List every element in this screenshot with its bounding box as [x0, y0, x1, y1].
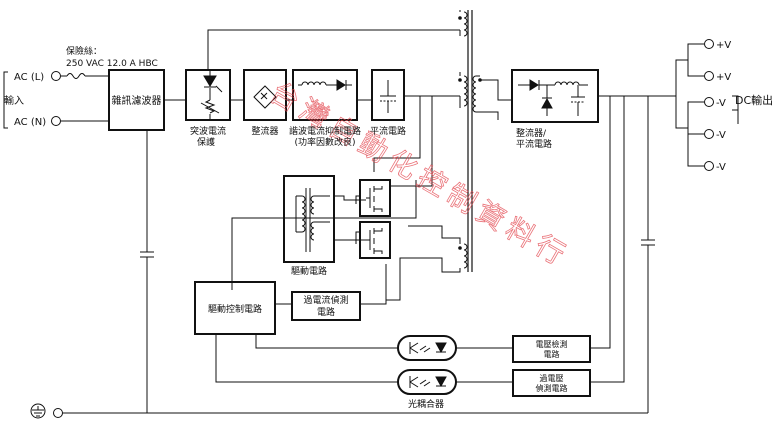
- output-rectifier-label-line1: 整流器/: [516, 127, 547, 139]
- ac-n-label: AC (N): [14, 117, 46, 128]
- input-label: 輸入: [4, 94, 24, 107]
- photocoupler-upper-icon: [397, 335, 457, 361]
- main-transformer-icon: [458, 10, 482, 272]
- photocoupler-label: 光耦合器: [408, 398, 444, 410]
- output-terminals: [704, 39, 714, 171]
- output-terminal-1: [704, 39, 714, 49]
- noise-filter-label: 雜訊濾波器: [112, 94, 162, 107]
- drive-circuit-label: 驅動電路: [291, 265, 327, 277]
- output-terminal-4: [704, 129, 714, 139]
- output-capacitor-icon: [641, 239, 655, 246]
- dc-output-label: DC輸出: [735, 93, 773, 107]
- overvoltage-label-line1: 過電壓: [540, 373, 564, 383]
- output-terminal-label: +V: [716, 40, 731, 51]
- input-terminal-ac-n: [51, 116, 61, 126]
- output-terminal-labels: +V +V -V -V -V: [716, 40, 731, 173]
- voltage-detect-block: [512, 335, 591, 363]
- overcurrent-label-line1: 過電流偵測: [303, 294, 348, 306]
- overcurrent-detect-block: [291, 291, 361, 321]
- drive-control-block: [194, 281, 276, 335]
- output-terminal-label: +V: [716, 72, 731, 83]
- inductor-diode-icon: [298, 79, 352, 91]
- thyristor-icon: [200, 70, 223, 120]
- input-terminal-ac-l: [51, 71, 61, 81]
- voltage-detect-label-line2: 電路: [544, 349, 560, 359]
- output-terminal-label: -V: [716, 130, 726, 141]
- filter-capacitor-icon: [140, 251, 154, 258]
- fuse-rating: 250 VAC 12.0 A HBC: [66, 59, 158, 69]
- ground-terminal: [53, 408, 63, 418]
- output-terminal-label: -V: [716, 162, 726, 173]
- rectifier-label: 整流器: [251, 125, 278, 137]
- output-terminal-3: [704, 97, 714, 107]
- overvoltage-label-line2: 偵測電路: [536, 383, 568, 393]
- output-diode-inductor-icon: [518, 79, 588, 116]
- ground-icon: [30, 403, 46, 419]
- smoothing-block: [371, 69, 405, 121]
- voltage-detect-label-line1: 電壓檢測: [536, 339, 568, 349]
- output-rectifier-block: [511, 69, 599, 123]
- harmonic-suppression-block: [292, 69, 358, 121]
- photocoupler-lower-icon: [397, 369, 457, 395]
- harmonic-label-line2: (功率因數改良): [294, 136, 355, 148]
- switch-transistor-upper: [359, 179, 391, 217]
- output-rectifier-label-line2: 平流電路: [516, 138, 552, 150]
- output-terminal-label: -V: [716, 98, 726, 109]
- fuse-icon: [61, 73, 109, 79]
- overcurrent-label-line2: 電路: [317, 306, 335, 318]
- drive-transformer-icon: [295, 188, 330, 252]
- inrush-label-line1: 突波電流: [190, 125, 226, 137]
- drive-circuit-block: [283, 175, 335, 263]
- rectifier-block: [243, 69, 287, 121]
- bridge-rectifier-icon: [253, 85, 277, 109]
- drive-control-label: 驅動控制電路: [208, 303, 262, 315]
- overvoltage-detect-block: [512, 369, 591, 397]
- output-terminal-2: [704, 71, 714, 81]
- electrolytic-capacitor-icon: [380, 80, 396, 113]
- output-terminal-5: [704, 161, 714, 171]
- fuse-title: 保險絲：: [66, 45, 102, 57]
- harmonic-label-line1: 諧波電流抑制電路: [289, 125, 361, 137]
- ac-l-label: AC (L): [14, 72, 44, 83]
- inrush-label-line2: 保護: [197, 136, 215, 148]
- input-bracket: [3, 71, 8, 129]
- smoothing-label: 平流電路: [370, 125, 406, 137]
